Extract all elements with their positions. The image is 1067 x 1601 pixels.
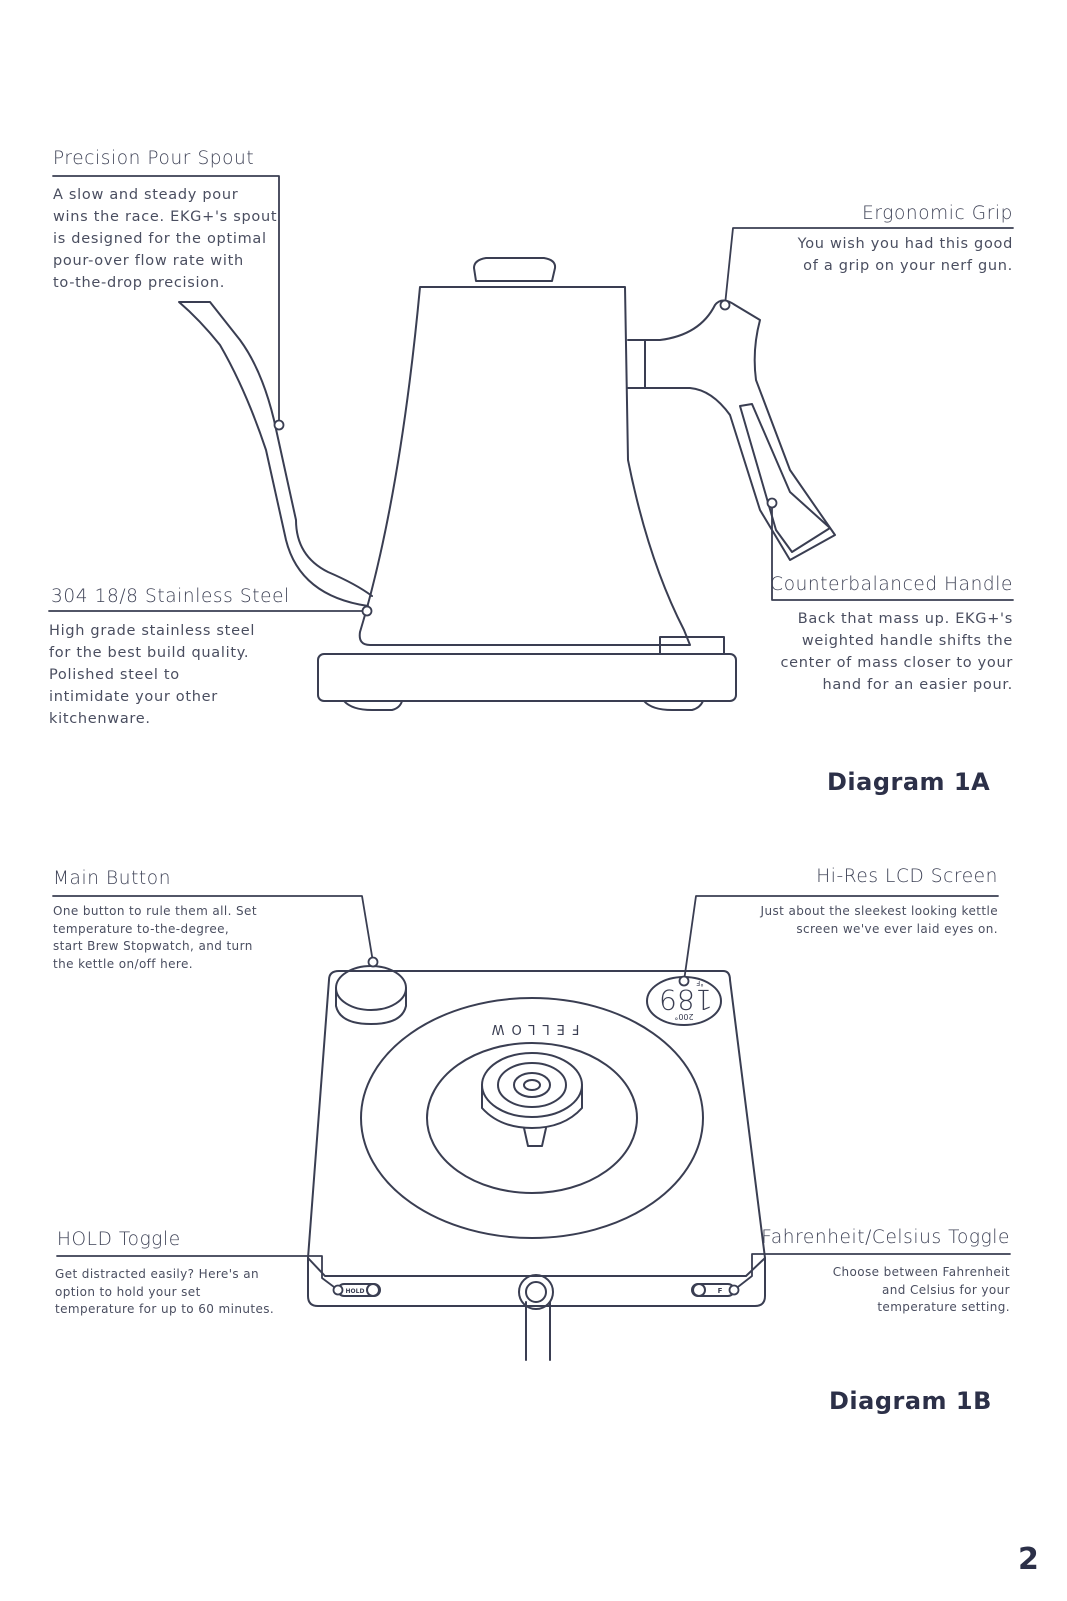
callout-title-ergonomic-grip: Ergonomic Grip	[862, 203, 1013, 224]
callout-text-fahrenheit-celsius-toggle: Choose between Fahrenheit and Celsius fo…	[832, 1265, 1010, 1314]
callout-title-stainless-steel: 304 18/8 Stainless Steel	[51, 586, 290, 607]
callout-title-counterbalanced-handle: Counterbalanced Handle	[770, 574, 1013, 595]
lcd-unit: °F	[696, 979, 704, 987]
diagram-1a-caption: Diagram 1A	[827, 768, 991, 796]
callout-text-precision-pour-spout: A slow and steady pour wins the race. EK…	[53, 187, 278, 291]
callout-text-lcd-screen: Just about the sleekest looking kettle s…	[760, 904, 998, 936]
callout-title-precision-pour-spout: Precision Pour Spout	[53, 148, 255, 169]
callout-text-ergonomic-grip: You wish you had this good of a grip on …	[797, 236, 1013, 274]
callout-title-hold-toggle: HOLD Toggle	[57, 1229, 181, 1250]
callout-text-main-button: One button to rule them all. Set tempera…	[53, 904, 257, 971]
callout-text-counterbalanced-handle: Back that mass up. EKG+'s weighted handl…	[780, 611, 1013, 693]
diagram-1b-leader-lines	[52, 895, 1011, 1296]
kettle-base-drawing	[307, 965, 766, 1361]
diagram-1a-leader-lines	[48, 175, 1014, 617]
page-number: 2	[1018, 1542, 1039, 1577]
diagram-1b-caption: Diagram 1B	[829, 1387, 992, 1415]
brand-logo: FELLOW	[485, 1021, 580, 1036]
kettle-drawing	[178, 257, 836, 711]
callout-title-lcd-screen: Hi-Res LCD Screen	[816, 866, 998, 887]
callout-text-hold-toggle: Get distracted easily? Here's an option …	[55, 1267, 275, 1316]
lcd-temperature-reading: 189	[659, 983, 712, 1016]
callout-title-main-button: Main Button	[53, 868, 172, 889]
unit-switch-label: F	[718, 1287, 723, 1295]
callout-text-stainless-steel: High grade stainless steel for the best …	[49, 623, 256, 727]
callout-title-fahrenheit-celsius-toggle: Fahrenheit/Celsius Toggle	[761, 1227, 1010, 1248]
hold-switch-label: HOLD	[346, 1288, 365, 1295]
lcd-target-temperature: 200°	[674, 1012, 693, 1021]
